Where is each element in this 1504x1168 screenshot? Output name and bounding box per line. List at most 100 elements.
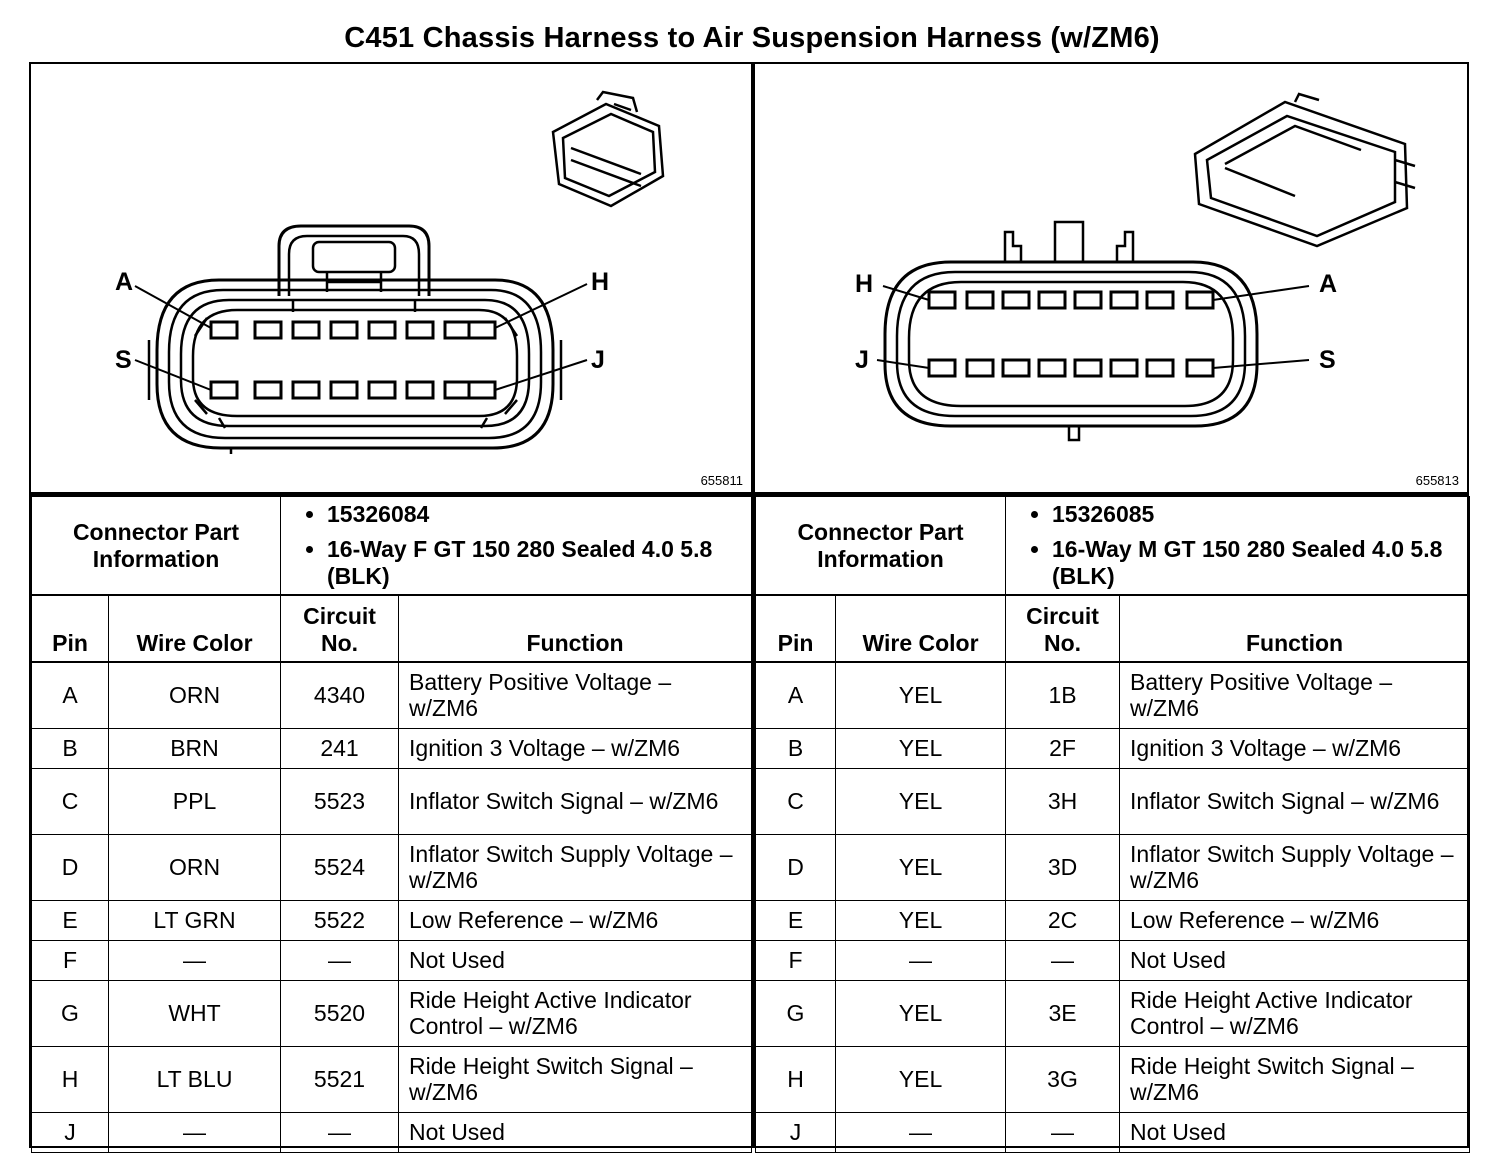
circuit-number-cell: 5521	[280, 1045, 400, 1113]
circuit-number-cell: 1B	[1005, 661, 1121, 729]
pin-label-h: H	[591, 268, 609, 296]
part-info-item: 15326085	[1052, 501, 1459, 528]
circuit-number-cell: 5522	[280, 899, 400, 941]
table-row: F——Not Used	[31, 939, 753, 981]
wire-color-cell: YEL	[834, 979, 1007, 1047]
female-terminal-row-bottom	[209, 380, 497, 400]
female-connector-diagram: A H S J 655811	[31, 64, 753, 494]
circuit-number-cell: 3E	[1005, 979, 1121, 1047]
pin-cell: B	[755, 727, 836, 769]
connector-part-info-label: Connector Part Information	[30, 496, 282, 596]
column-header: Function	[1119, 594, 1471, 663]
table-row: J——Not Used	[755, 1111, 1471, 1153]
pin-label-s: S	[115, 346, 132, 374]
circuit-number-cell: 5524	[280, 833, 400, 901]
function-cell: Not Used	[1119, 1111, 1471, 1153]
circuit-number-cell: 3G	[1005, 1045, 1121, 1113]
pin-label-a: A	[115, 268, 133, 296]
function-cell: Inflator Switch Supply Voltage – w/ZM6	[1119, 833, 1471, 901]
pin-cell: D	[31, 833, 109, 901]
function-cell: Ride Height Active Indicator Control – w…	[1119, 979, 1471, 1047]
column-header: Circuit No.	[280, 594, 400, 663]
column-header: Pin	[31, 594, 109, 663]
circuit-number-cell: —	[280, 1111, 400, 1153]
female-terminal-row-top	[209, 320, 497, 340]
pin-label-s: S	[1319, 346, 1336, 374]
function-cell: Battery Positive Voltage – w/ZM6	[398, 661, 753, 729]
wire-color-cell: BRN	[107, 727, 282, 769]
pin-cell: A	[755, 661, 836, 729]
pin-label-a: A	[1319, 270, 1337, 298]
part-info-item: 16-Way F GT 150 280 Sealed 4.0 5.8 (BLK)	[327, 536, 741, 590]
wire-color-cell: LT GRN	[107, 899, 282, 941]
function-cell: Not Used	[398, 1111, 753, 1153]
female-connector-thumbnail	[551, 90, 665, 208]
wire-color-cell: YEL	[834, 833, 1007, 901]
male-connector-face-drawing: H A J S	[855, 92, 1416, 442]
column-header: Circuit No.	[1005, 594, 1121, 663]
wire-color-cell: YEL	[834, 767, 1007, 835]
male-terminal-row-bottom	[927, 358, 1215, 378]
panel-divider-vertical	[751, 64, 755, 1148]
column-header: Function	[398, 594, 753, 663]
pin-cell: D	[755, 833, 836, 901]
male-connector-thumbnail	[1193, 92, 1416, 248]
wire-color-cell: PPL	[107, 767, 282, 835]
pin-cell: G	[31, 979, 109, 1047]
pin-label-j: J	[591, 346, 605, 374]
function-cell: Ignition 3 Voltage – w/ZM6	[398, 727, 753, 769]
connector-part-info: 1532608516-Way M GT 150 280 Sealed 4.0 5…	[1005, 496, 1471, 596]
function-cell: Low Reference – w/ZM6	[398, 899, 753, 941]
figure-number: 655813	[1415, 473, 1459, 488]
male-connector-diagram: H A J S 655813	[755, 64, 1469, 494]
pin-cell: E	[755, 899, 836, 941]
circuit-number-cell: 5520	[280, 979, 400, 1047]
connector-part-info-row: Connector Part Information1532608516-Way…	[754, 496, 1471, 596]
wire-color-cell: YEL	[834, 899, 1007, 941]
wire-color-cell: LT BLU	[107, 1045, 282, 1113]
column-header: Wire Color	[107, 594, 282, 663]
wire-color-cell: —	[107, 939, 282, 981]
column-header: Pin	[755, 594, 836, 663]
wire-color-cell: YEL	[834, 661, 1007, 729]
pin-cell: C	[755, 767, 836, 835]
male-terminal-row-top	[927, 290, 1215, 310]
table-row: J——Not Used	[31, 1111, 753, 1153]
figure-number: 655811	[700, 473, 743, 488]
pin-cell: F	[755, 939, 836, 981]
pin-label-j: J	[855, 346, 869, 374]
pin-cell: G	[755, 979, 836, 1047]
function-cell: Not Used	[1119, 939, 1471, 981]
function-cell: Inflator Switch Signal – w/ZM6	[398, 767, 753, 835]
function-cell: Inflator Switch Supply Voltage – w/ZM6	[398, 833, 753, 901]
circuit-number-cell: —	[1005, 1111, 1121, 1153]
circuit-number-cell: —	[1005, 939, 1121, 981]
function-cell: Low Reference – w/ZM6	[1119, 899, 1471, 941]
wire-color-cell: —	[834, 939, 1007, 981]
pin-cell: C	[31, 767, 109, 835]
pin-cell: B	[31, 727, 109, 769]
function-cell: Battery Positive Voltage – w/ZM6	[1119, 661, 1471, 729]
pin-cell: A	[31, 661, 109, 729]
function-cell: Not Used	[398, 939, 753, 981]
function-cell: Ride Height Active Indicator Control – w…	[398, 979, 753, 1047]
pin-cell: J	[31, 1111, 109, 1153]
circuit-number-cell: 3D	[1005, 833, 1121, 901]
wire-color-cell: YEL	[834, 727, 1007, 769]
pin-cell: H	[31, 1045, 109, 1113]
female-connector-face-drawing: A H S J	[115, 90, 665, 454]
circuit-number-cell: 241	[280, 727, 400, 769]
wire-color-cell: WHT	[107, 979, 282, 1047]
pin-cell: J	[755, 1111, 836, 1153]
